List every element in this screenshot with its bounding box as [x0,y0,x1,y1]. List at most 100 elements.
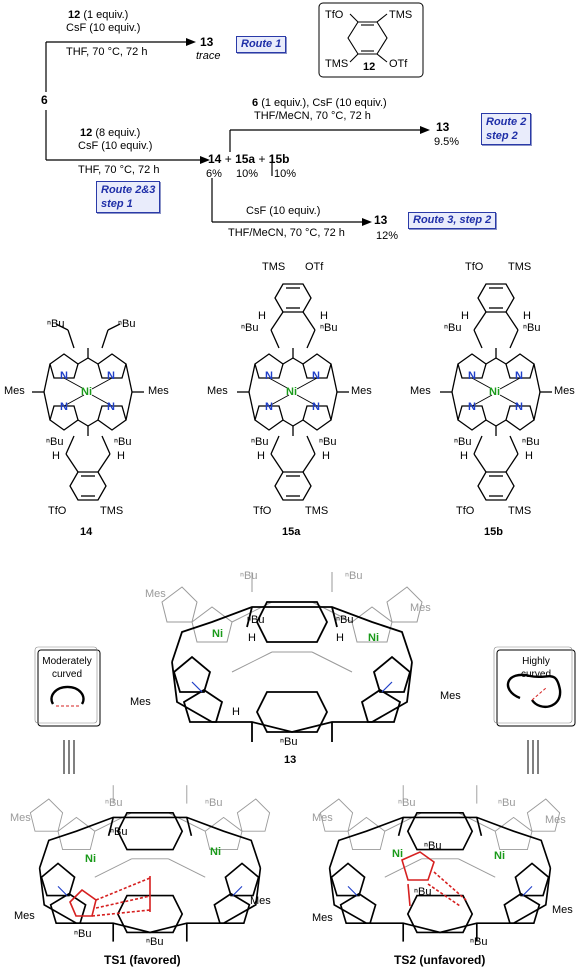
cage-mes-front-l: Mes [130,696,151,708]
s15b-nbu-bl: ⁿBu [454,436,472,448]
s15b-ni: Ni [489,386,500,398]
route3-product: 13 [374,213,388,227]
cage-nbu-back-l: ⁿBu [240,570,258,582]
cage-nbu-bottom: ⁿBu [280,736,298,748]
reagent-12-tms2: TMS [325,58,349,70]
route1-reagent: 12 (1 equiv.) [68,9,129,21]
route3-yield: 12% [376,230,399,242]
cage-nbu-front-r: ⁿBu [336,614,354,626]
s15a-mes-r: Mes [351,385,372,397]
cage-mes-back-l: Mes [145,588,166,600]
route1-product: 13 [200,35,214,49]
ts1-nbu-front: ⁿBu [110,826,128,838]
yield-15b: 10% [274,168,297,180]
products-line: 14 + 15a + 15b [208,152,290,166]
s15a-h-bl: H [257,450,265,462]
s15a-label: 15a [282,526,301,538]
route1-badge: Route 1 [236,36,287,53]
s14-nbu-tl: ⁿBu [47,318,65,330]
yield-15a: 10% [236,168,259,180]
ts1-ni-l: Ni [85,853,96,865]
cage-nbu-back-r: ⁿBu [345,570,363,582]
ts2-mes-front-l: Mes [312,912,333,924]
ts1-nbu-back-r: ⁿBu [205,797,223,809]
s15b-mes-l: Mes [410,385,431,397]
route3-base: CsF (10 equiv.) [246,205,321,217]
highly-curved-inset [493,646,576,774]
s15a-n1: N [265,370,273,382]
s14-h-r: H [117,450,125,462]
s15a-n2: N [312,370,320,382]
ts1-highlight [69,876,151,917]
yield-14: 6% [206,168,222,180]
ts1-ni-r: Ni [210,846,221,858]
s15b-nbu-br: ⁿBu [522,436,540,448]
s15a-otf: OTf [305,261,324,273]
ts1-mes-front-l: Mes [14,910,35,922]
s14-h-l: H [52,450,60,462]
s15b-h-r: H [523,310,531,322]
route2-cond: THF/MeCN, 70 °C, 72 h [254,110,371,122]
ts2-nbu-back-r: ⁿBu [498,797,516,809]
ts2-nbu-red-top: ⁿBu [424,840,442,852]
step1-cond: THF, 70 °C, 72 h [78,164,160,176]
cage-mes-back-r: Mes [410,602,431,614]
moderately-curved-inset [34,646,101,774]
reagent-12-tms: TMS [389,9,413,21]
s15a-h-l: H [258,310,266,322]
ts1-nbu-red: ⁿBu [74,928,92,940]
cage-nbu-front-l: ⁿBu [247,614,265,626]
route2-product: 13 [436,120,450,134]
s15b-nbu-tr: ⁿBu [523,322,541,334]
reagent-12-otf: OTf [389,58,408,70]
s14-n1: N [60,370,68,382]
reagent-12-label: 12 [363,61,376,73]
ts1-nbu-back-l: ⁿBu [105,797,123,809]
step1-base: CsF (10 equiv.) [78,140,153,152]
s15a-tfo: TfO [253,505,272,517]
s14-n2: N [107,370,115,382]
ts1-nbu-bottom: ⁿBu [146,936,164,948]
s15b-n2: N [515,370,523,382]
s15a-nbu-br: ⁿBu [319,436,337,448]
ts2-label: TS2 (unfavored) [394,953,486,967]
s14-nbu-bl: ⁿBu [46,436,64,448]
s15b-tms-b: TMS [508,505,532,517]
s14-label: 14 [80,526,93,538]
s15a-h-br: H [322,450,330,462]
s15b-h-l: H [461,310,469,322]
s15a-n3: N [265,401,273,413]
s15a-tms-b: TMS [305,505,329,517]
ts2-mes-back-r: Mes [545,814,566,826]
s15a-mes-l: Mes [207,385,228,397]
s15a-nbu-tl: ⁿBu [241,322,259,334]
s14-nbu-br: ⁿBu [114,436,132,448]
ts2-nbu-red: ⁿBu [414,886,432,898]
reagent-12-ring [347,13,388,63]
cage-mes-front-r: Mes [440,690,461,702]
s15a-n4: N [312,401,320,413]
s15b-h-bl: H [460,450,468,462]
ts1-mes-back: Mes [10,812,31,824]
route1-base: CsF (10 equiv.) [66,22,141,34]
ts1-label: TS1 (favored) [104,953,181,967]
s15b-n3: N [468,401,476,413]
step1-reagent: 12 (8 equiv.) [80,127,141,139]
route2-yield: 9.5% [434,136,460,148]
s15b-h-br: H [525,450,533,462]
ts2-highlight [401,851,467,907]
s15b-nbu-tl: ⁿBu [444,322,462,334]
s15a-h-r: H [320,310,328,322]
s15b-mes-r: Mes [554,385,575,397]
s14-n4: N [107,401,115,413]
s14-mes-l: Mes [4,385,25,397]
s15a-nbu-tr: ⁿBu [320,322,338,334]
s14-tms: TMS [100,505,124,517]
s14-ni: Ni [81,386,92,398]
